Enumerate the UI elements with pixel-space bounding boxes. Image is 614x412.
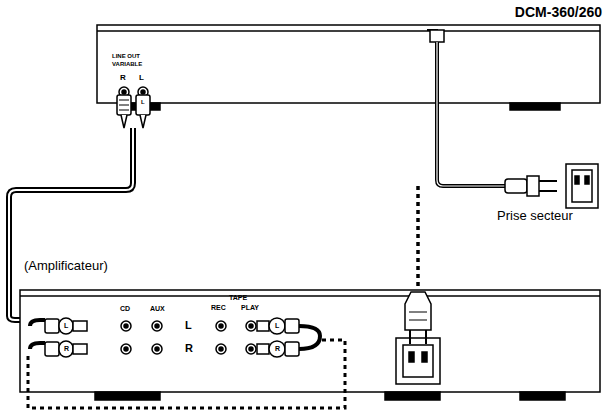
rca-jack-pin — [249, 347, 253, 351]
jack-label: CD — [120, 305, 130, 312]
rca-jack — [152, 321, 162, 331]
rca-jack — [121, 344, 131, 354]
rca-jack — [121, 321, 131, 331]
channel-label: L — [185, 320, 192, 331]
plug-label: L — [140, 99, 146, 105]
foot — [385, 392, 440, 400]
jack-label: LINE OUT — [112, 53, 140, 59]
device-heading: (Amplificateur) — [24, 259, 108, 272]
channel-label: L — [139, 74, 144, 82]
plug-label: R — [63, 345, 70, 352]
channel-label: R — [120, 74, 126, 82]
wall-outlet — [566, 164, 598, 208]
jack-label: VARIABLE — [112, 61, 142, 67]
rca-jack-pin — [155, 347, 159, 351]
device-heading: DCM-360/260 — [515, 5, 602, 19]
foot — [520, 392, 565, 400]
jack-label: PLAY — [241, 304, 259, 311]
foot — [510, 103, 560, 110]
rca-jack-pin — [249, 324, 253, 328]
jack-label: TAPE — [229, 294, 247, 301]
outlet-label: Prise secteur — [497, 209, 573, 222]
rca-jack — [246, 321, 256, 331]
channel-label: R — [185, 343, 193, 354]
rca-jack-pin — [219, 347, 223, 351]
foot — [95, 392, 160, 400]
amplifier-housing — [20, 290, 600, 392]
amplifier: (Amplificateur) — [20, 290, 600, 392]
rca-jack — [216, 321, 226, 331]
rca-jack-pin — [155, 324, 159, 328]
rca-jack — [216, 344, 226, 354]
cd-player: DCM-360/260 — [97, 25, 600, 103]
plug-label: L — [274, 322, 280, 329]
rca-jack — [152, 344, 162, 354]
rca-jack-pin — [124, 347, 128, 351]
rca-jack — [246, 344, 256, 354]
jack-label: REC — [211, 304, 226, 311]
rca-jack-pin — [219, 324, 223, 328]
plug-label: R — [274, 345, 281, 352]
ac-outlet — [396, 338, 440, 384]
player-housing — [97, 25, 600, 103]
plug-label: L — [63, 322, 69, 329]
rca-jack-pin — [124, 324, 128, 328]
jack-label: AUX — [150, 305, 165, 312]
